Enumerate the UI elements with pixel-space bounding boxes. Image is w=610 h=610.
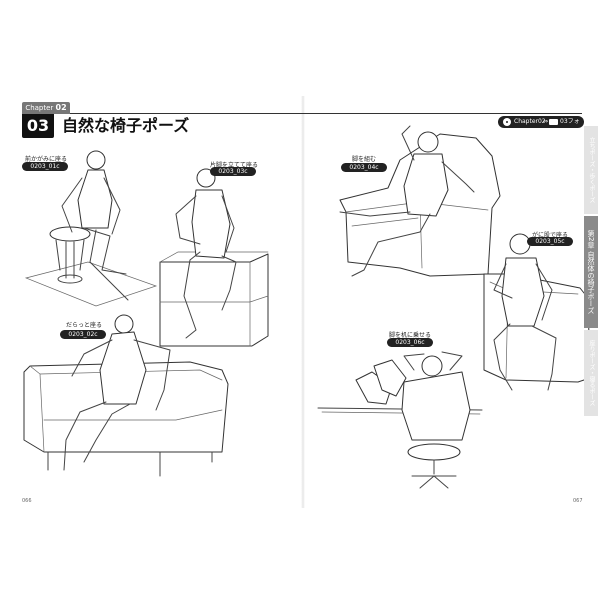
pose-label-2: 片脚を立てて座る — [209, 162, 258, 169]
page-title: 自然な椅子ポーズ — [62, 116, 190, 135]
folder-name: 03フォルダ — [560, 118, 580, 137]
figure-lean-forward-stool — [24, 150, 158, 307]
arrow-right-icon: ⇒ — [543, 118, 549, 125]
chapter-number: 02 — [55, 103, 67, 112]
figure-knee-up-box — [159, 168, 269, 347]
pose-label-4: 脚を組む — [351, 156, 376, 163]
page-number-right: 067 — [573, 498, 583, 504]
side-tab-3[interactable]: 座りポーズ・寝るポーズ — [584, 330, 598, 416]
figure-feet-desk — [317, 351, 483, 489]
pose-code-3: 0203_02c — [60, 330, 106, 339]
figure-bowlegged-chair — [483, 233, 591, 391]
side-tab-2[interactable]: 第2章 自然体の椅子ポーズ — [584, 216, 598, 328]
side-tab-1[interactable]: 立ちポーズ・歩くポーズ — [584, 126, 598, 214]
pose-code-5: 0203_05c — [527, 237, 573, 246]
section-number: 03 — [22, 114, 54, 138]
folder-icon — [549, 119, 558, 125]
pose-code-4: 0203_04c — [341, 163, 387, 172]
pose-code-2: 0203_03c — [210, 167, 256, 176]
disc-icon — [503, 118, 511, 126]
figure-slouch-sofa — [23, 314, 229, 477]
folder-chapter: Chapter02 — [514, 118, 546, 125]
page-gutter — [301, 96, 305, 508]
pose-label-3: だらっと座る — [65, 322, 102, 329]
pose-label-6: 脚を机に乗せる — [388, 332, 431, 339]
chapter-label: Chapter — [25, 104, 54, 112]
pose-code-6: 0203_06c — [387, 338, 433, 347]
folder-path-badge: Chapter02 ⇒ 03フォルダ — [498, 116, 584, 137]
header-rule — [22, 113, 582, 114]
pose-label-5: がに股で座る — [531, 232, 568, 239]
chapter-tag: Chapter 02 — [22, 102, 70, 114]
figure-cross-legs-armchair — [339, 125, 501, 277]
pose-code-1: 0203_01c — [22, 162, 68, 171]
pose-label-1: 前かがみに座る — [24, 156, 67, 163]
page-number-left: 066 — [22, 498, 32, 504]
